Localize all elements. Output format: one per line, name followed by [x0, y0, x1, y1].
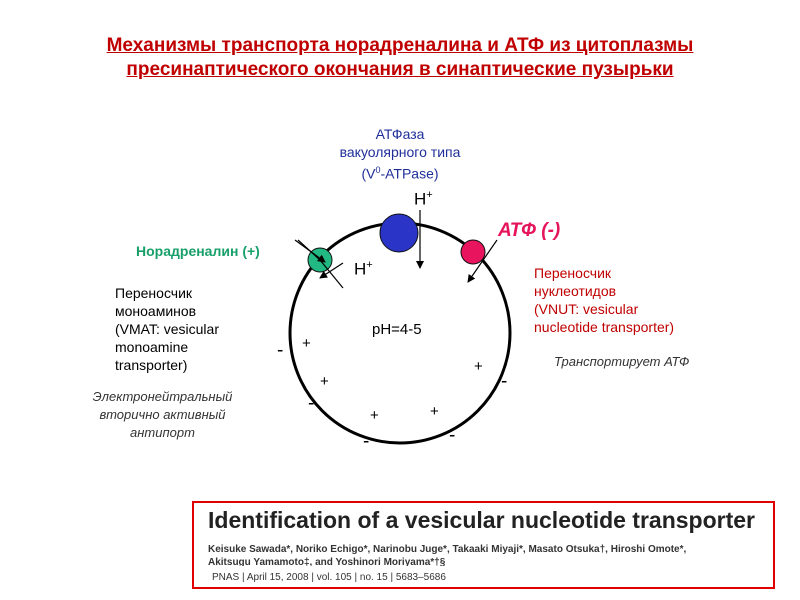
transports-atp-note: Транспортирует АТФ	[554, 354, 690, 369]
proton-left-sup: +	[366, 259, 373, 271]
paper-citation-box: Identification of a vesicular nucleotide…	[192, 501, 775, 589]
slide-title-line-1: Механизмы транспорта норадреналина и АТФ…	[106, 35, 694, 56]
charge-minus: -	[308, 393, 315, 414]
proton-top-base: H	[414, 189, 427, 209]
charge-plus: +	[430, 403, 439, 420]
paper-authors-line-2: Akitsugu Yamamoto‡, and Yoshinori Moriya…	[208, 557, 446, 566]
proton-top-sup: +	[426, 189, 433, 201]
charge-minus: -	[501, 371, 508, 392]
slide-title: Механизмы транспорта норадреналина и АТФ…	[0, 34, 800, 82]
vnut-line-2: нуклеотидов	[534, 283, 617, 299]
vmat-line-4: monoamine	[115, 339, 189, 355]
vnut-line-1: Переносчик	[534, 265, 612, 281]
antiport-line-3: антипорт	[130, 425, 195, 440]
vnut-line-3: (VNUT: vesicular	[534, 301, 639, 317]
v-atpase-label: АТФаза вакуолярного типа (V0-ATPase)	[300, 125, 500, 183]
noradrenaline-label: Норадреналин (+)	[136, 243, 260, 259]
v-atpase-label-line-2: вакуолярного типа	[339, 144, 461, 160]
v-atpase-label-line-1: АТФаза	[375, 126, 425, 142]
v-atpase-label-line-3: (V0-ATPase)	[300, 161, 500, 183]
antiport-note: Электронейтральный вторично активный ант…	[60, 388, 265, 442]
vmat-axis-line	[297, 239, 321, 261]
proton-label-top: H+	[414, 189, 433, 210]
vmat-line-1: Переносчик	[115, 285, 193, 301]
proton-label-left: H+	[354, 259, 373, 280]
charge-minus: -	[277, 340, 284, 361]
charge-plus: +	[302, 335, 311, 352]
charge-plus: +	[370, 407, 379, 424]
paper-title: Identification of a vesicular nucleotide…	[208, 507, 756, 533]
atp-influx-arrow	[467, 239, 498, 283]
vnut-transporter-sphere	[460, 239, 486, 265]
charge-plus: +	[320, 373, 329, 390]
vmat-crossing-line	[319, 259, 344, 289]
v-atpase-sphere	[379, 213, 419, 253]
atp-label: АТФ (-)	[498, 220, 561, 241]
vnut-line-4: nucleotide transporter)	[534, 319, 675, 335]
proton-efflux-arrow	[319, 262, 344, 279]
paper-authors-line-1: Keisuke Sawada*, Noriko Echigo*, Narinob…	[208, 544, 687, 555]
v-atpase-sup: 0	[375, 165, 381, 175]
v-atpase-pre: (V	[361, 165, 376, 182]
ph-label: pH=4-5	[372, 321, 422, 338]
charge-minus: -	[363, 431, 370, 452]
slide-title-line-2: пресинаптического окончания в синаптичес…	[126, 59, 674, 80]
antiport-line-1: Электронейтральный	[92, 389, 233, 404]
antiport-line-2: вторично активный	[99, 407, 226, 422]
vmat-description: Переносчик моноаминов (VMAT: vesicular m…	[115, 284, 219, 374]
charge-plus: +	[474, 358, 483, 375]
vnut-description: Переносчик нуклеотидов (VNUT: vesicular …	[534, 264, 674, 336]
v-atpase-post: -ATPase)	[380, 165, 439, 182]
vmat-line-3: (VMAT: vesicular	[115, 321, 219, 337]
vmat-line-2: моноаминов	[115, 303, 197, 319]
charge-minus: -	[449, 425, 456, 446]
proton-left-base: H	[354, 259, 367, 279]
vmat-line-5: transporter)	[115, 357, 188, 373]
paper-journal-line: PNAS | April 15, 2008 | vol. 105 | no. 1…	[212, 572, 446, 583]
